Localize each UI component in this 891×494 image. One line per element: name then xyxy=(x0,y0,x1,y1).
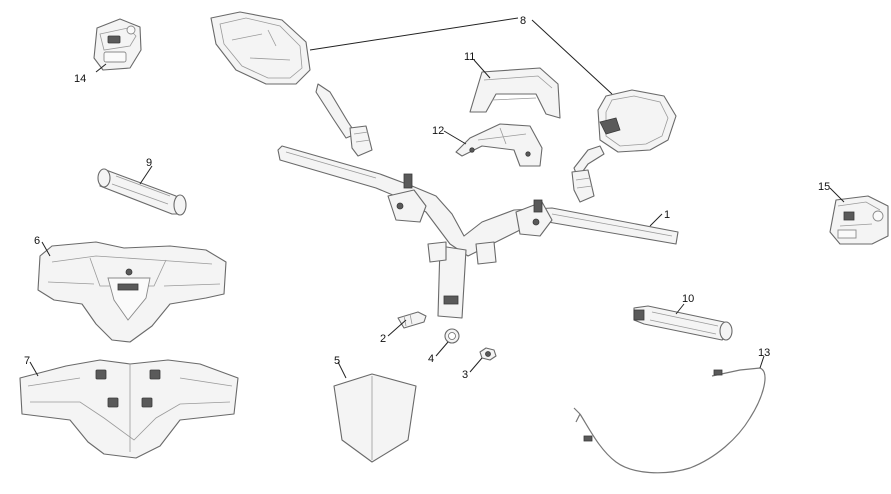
callout-13: 13 xyxy=(758,347,770,359)
part-3-nut[interactable] xyxy=(479,347,497,361)
callout-15: 15 xyxy=(818,181,830,193)
callout-7: 7 xyxy=(24,355,30,367)
callout-8: 8 xyxy=(520,15,526,27)
part-8-left-mirror[interactable] xyxy=(210,11,373,157)
callout-9: 9 xyxy=(146,157,152,169)
leader-lines xyxy=(29,17,845,379)
part-8-right-mirror[interactable] xyxy=(571,89,677,203)
part-2-bolt[interactable] xyxy=(397,311,427,329)
callout-14: 14 xyxy=(74,73,86,85)
part-5-cover-panel[interactable] xyxy=(333,373,417,463)
part-4-washer[interactable] xyxy=(444,328,460,344)
part-12-lower-bracket[interactable] xyxy=(455,123,543,167)
part-14-left-switch-housing[interactable] xyxy=(93,18,142,71)
callout-12: 12 xyxy=(432,125,444,137)
part-13-cable[interactable] xyxy=(573,367,766,474)
callout-3: 3 xyxy=(462,369,468,381)
part-1-handlebar[interactable] xyxy=(277,145,679,319)
callout-10: 10 xyxy=(682,293,694,305)
part-10-right-grip[interactable] xyxy=(633,305,733,341)
callout-6: 6 xyxy=(34,235,40,247)
part-9-left-grip[interactable] xyxy=(97,168,187,216)
part-11-handlebar-cover-bracket[interactable] xyxy=(469,67,561,119)
part-7-rear-handlebar-cover[interactable] xyxy=(19,359,239,459)
part-15-right-switch-housing[interactable] xyxy=(829,195,889,245)
callout-1: 1 xyxy=(664,209,670,221)
callout-11: 11 xyxy=(464,51,475,63)
callout-4: 4 xyxy=(428,353,434,365)
callout-labels: 14 8 11 12 1 9 10 15 6 7 5 2 4 3 13 xyxy=(24,15,830,381)
part-6-front-handlebar-cover[interactable] xyxy=(37,241,227,343)
callout-2: 2 xyxy=(380,333,386,345)
callout-5: 5 xyxy=(334,355,340,367)
